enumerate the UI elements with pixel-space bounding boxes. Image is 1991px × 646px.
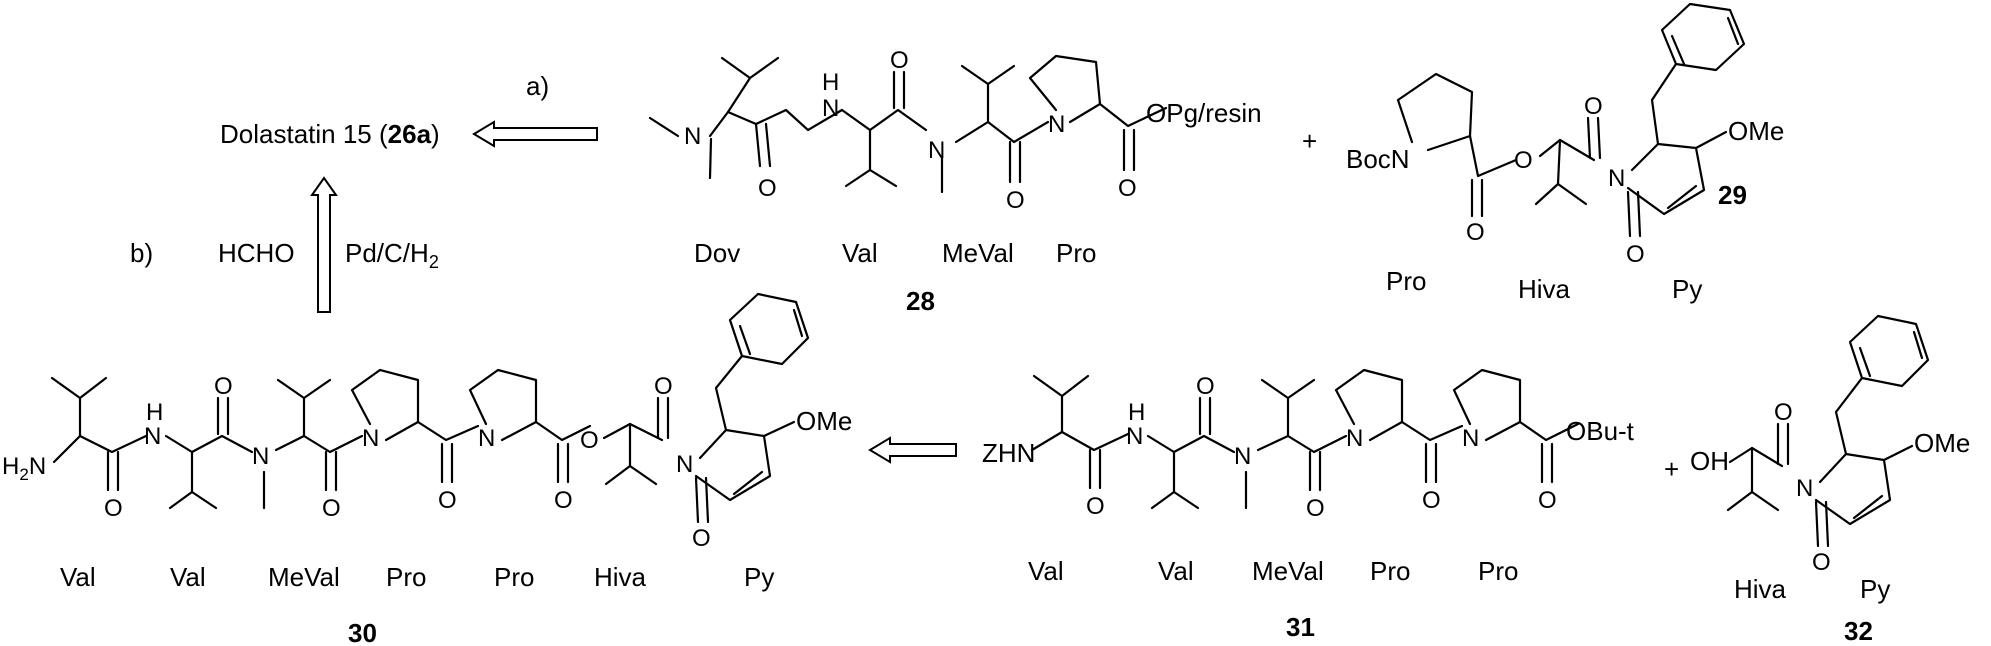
svg-text:32: 32 xyxy=(1844,616,1873,646)
svg-text:Val: Val xyxy=(1158,556,1194,586)
svg-text:H: H xyxy=(1128,399,1145,426)
svg-text:O: O xyxy=(580,427,599,454)
svg-text:Val: Val xyxy=(170,562,206,592)
reagent-hcho: HCHO xyxy=(218,238,295,268)
retro-arrow-30-31 xyxy=(868,436,957,464)
svg-text:H2N: H2N xyxy=(2,453,46,484)
svg-text:N: N xyxy=(1796,475,1813,502)
svg-text:Py: Py xyxy=(1860,574,1890,604)
svg-text:O: O xyxy=(1006,187,1025,214)
svg-text:N: N xyxy=(1234,443,1251,470)
svg-text:N: N xyxy=(1462,425,1479,452)
svg-text:Dov: Dov xyxy=(694,238,740,268)
svg-text:Val: Val xyxy=(842,238,878,268)
retro-arrow-b xyxy=(310,176,338,313)
svg-text:N: N xyxy=(822,95,839,122)
svg-text:O: O xyxy=(1514,147,1533,174)
svg-text:Val: Val xyxy=(60,562,96,592)
target-label: Dolastatin 15 (26a) xyxy=(220,119,440,149)
svg-text:N: N xyxy=(676,451,693,478)
svg-text:O: O xyxy=(104,495,123,522)
svg-text:31: 31 xyxy=(1286,612,1315,642)
svg-text:O: O xyxy=(654,373,673,400)
svg-text:O: O xyxy=(1196,373,1215,400)
retro-arrow-a xyxy=(472,120,598,148)
svg-text:Pro: Pro xyxy=(1386,266,1426,296)
svg-text:OMe: OMe xyxy=(1914,428,1970,458)
svg-text:Pro: Pro xyxy=(386,562,426,592)
svg-text:Pro: Pro xyxy=(1478,556,1518,586)
svg-text:O: O xyxy=(1422,487,1441,514)
compound-29: BocN O O O N O OMe 29 Pro Hiva Py xyxy=(1346,2,1784,304)
compound-28: N O N H O N O N O OPg/resin Dov Val MeVa… xyxy=(648,47,1262,316)
compound-31: ZHN O N H O N O N O N O OBu-t Va xyxy=(982,368,1635,642)
svg-text:N: N xyxy=(362,425,379,452)
svg-text:OPg/resin: OPg/resin xyxy=(1146,98,1262,128)
svg-text:Hiva: Hiva xyxy=(594,562,647,592)
svg-text:O: O xyxy=(758,175,777,202)
svg-text:N: N xyxy=(1608,165,1625,192)
compound-30: H2N O N H O N O N O N O O xyxy=(2,292,852,646)
compound-32: OH O N O OMe Hiva Py 32 xyxy=(1690,314,1970,646)
svg-text:Pro: Pro xyxy=(1056,238,1096,268)
svg-text:O: O xyxy=(554,487,573,514)
svg-text:28: 28 xyxy=(906,286,935,316)
svg-text:Pro: Pro xyxy=(494,562,534,592)
svg-text:Hiva: Hiva xyxy=(1518,274,1571,304)
svg-text:Val: Val xyxy=(1028,556,1064,586)
svg-text:OH: OH xyxy=(1690,446,1729,476)
svg-text:MeVal: MeVal xyxy=(268,562,340,592)
svg-text:MeVal: MeVal xyxy=(942,238,1014,268)
svg-text:OMe: OMe xyxy=(796,406,852,436)
svg-text:Py: Py xyxy=(1672,274,1702,304)
svg-text:29: 29 xyxy=(1718,180,1747,210)
svg-text:O: O xyxy=(1118,175,1137,202)
svg-text:MeVal: MeVal xyxy=(1252,556,1324,586)
svg-text:O: O xyxy=(1086,493,1105,520)
svg-text:30: 30 xyxy=(348,618,377,646)
svg-text:ZHN: ZHN xyxy=(982,438,1035,468)
step-b-label: b) xyxy=(130,238,153,268)
svg-text:O: O xyxy=(692,525,711,552)
svg-text:N: N xyxy=(1346,425,1363,452)
svg-text:OMe: OMe xyxy=(1728,116,1784,146)
svg-text:O: O xyxy=(214,373,233,400)
svg-text:N: N xyxy=(144,423,161,450)
svg-text:BocN: BocN xyxy=(1346,144,1410,174)
svg-text:Py: Py xyxy=(744,562,774,592)
svg-text:O: O xyxy=(890,47,909,74)
svg-text:O: O xyxy=(1584,93,1603,120)
svg-text:N: N xyxy=(1048,111,1065,138)
svg-text:Pro: Pro xyxy=(1370,556,1410,586)
plus-sign-top: + xyxy=(1302,126,1317,156)
svg-text:O: O xyxy=(1774,399,1793,426)
svg-text:OBu-t: OBu-t xyxy=(1566,416,1635,446)
svg-text:N: N xyxy=(252,443,269,470)
svg-text:O: O xyxy=(322,495,341,522)
step-a-label: a) xyxy=(526,71,549,101)
svg-text:O: O xyxy=(1538,487,1557,514)
svg-text:N: N xyxy=(478,425,495,452)
svg-text:O: O xyxy=(1306,495,1325,522)
svg-text:H: H xyxy=(822,69,839,96)
svg-text:O: O xyxy=(438,487,457,514)
svg-text:N: N xyxy=(684,123,701,150)
svg-text:O: O xyxy=(1812,549,1831,576)
svg-text:Hiva: Hiva xyxy=(1734,574,1787,604)
plus-sign-bottom: + xyxy=(1664,454,1679,484)
svg-text:N: N xyxy=(1126,423,1143,450)
svg-text:H: H xyxy=(146,399,163,426)
svg-text:O: O xyxy=(1466,219,1485,246)
reagent-pd-c-h2: Pd/C/H2 xyxy=(345,238,439,272)
svg-text:O: O xyxy=(1626,241,1645,268)
